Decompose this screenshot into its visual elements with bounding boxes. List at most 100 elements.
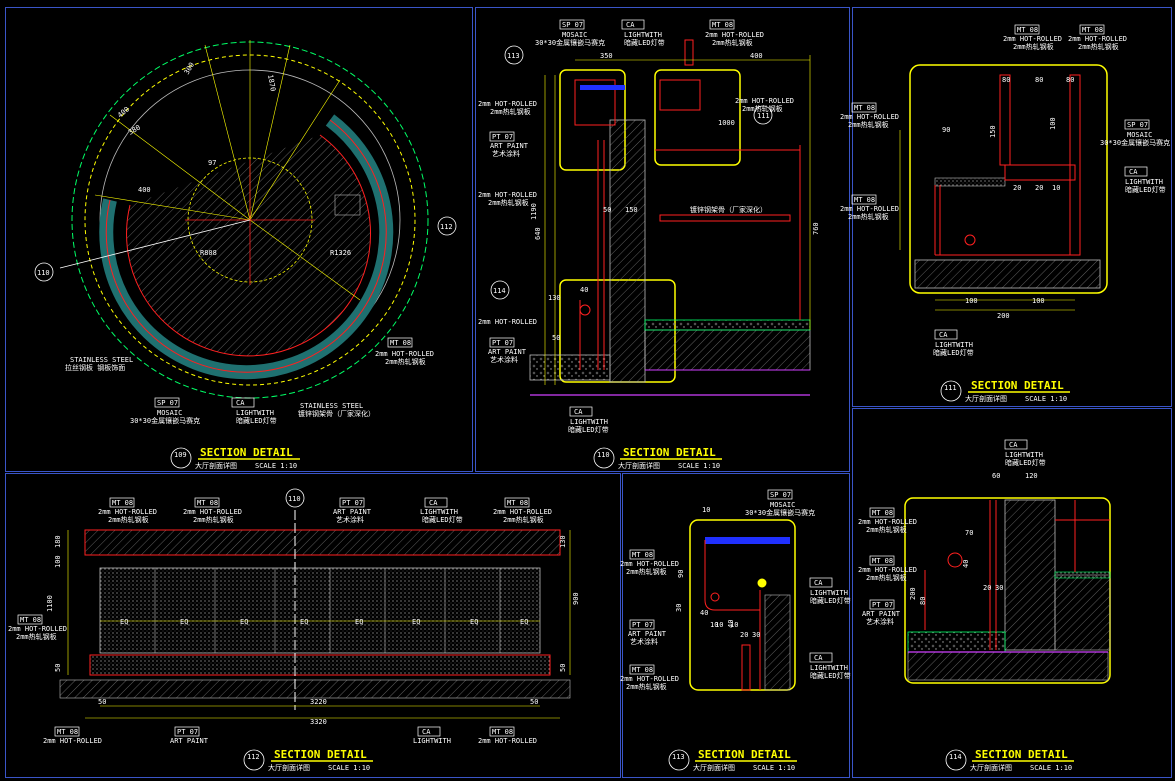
dim-113-5: 30 — [752, 631, 760, 639]
title-110-cn: 大厅剖面详图 — [618, 461, 660, 470]
dim-113-9: 10 — [715, 621, 723, 629]
drawing-113: 10 90 30 40 20 30 10 10 40 10 SP 07 MOSA… — [620, 489, 851, 691]
tag-111-hot-a: 2mm HOT-ROLLED — [1003, 35, 1062, 43]
title-111-num: 111 — [944, 384, 957, 392]
title-block-111: 111 SECTION DETAIL 大厅剖面详图 SCALE 1:10 — [940, 379, 1070, 403]
tag-113-mosaic-cn: 30*30金属镶嵌马赛克 — [745, 508, 815, 517]
tag-110-hot-c: 2mm HOT-ROLLED — [478, 191, 537, 199]
title-114-cn: 大厅剖面详图 — [970, 763, 1012, 772]
dim-111-9: 150 — [989, 125, 997, 138]
tag-112-hot-c: 2mm HOT-ROLLED — [493, 508, 552, 516]
dim-110-6: 760 — [812, 222, 820, 235]
tag-111-sp: SP 07 — [1127, 121, 1148, 129]
drawing-109: 400 380 300 1870 R1326 R808 97 400 STAIN… — [59, 40, 434, 425]
tag-113-art-cn: 艺术涂料 — [630, 637, 658, 646]
dim-112-7: EQ — [300, 618, 308, 626]
tag-110-light-b: LIGHTWITH — [570, 418, 608, 426]
dim-112-9: EQ — [412, 618, 420, 626]
title-113-main: SECTION DETAIL — [698, 748, 791, 761]
tag-112-mt-f: MT 08 — [492, 728, 513, 736]
title-113-scale: SCALE 1:10 — [753, 764, 795, 772]
tag-110-hot-b-cn: 2mm热轧钢板 — [490, 107, 531, 116]
dim-110-3: 640 — [534, 227, 542, 240]
tag-110-art: ART PAINT — [490, 142, 529, 150]
dim-113-6: 10 — [710, 621, 718, 629]
tag-112-mt-b: MT 08 — [197, 499, 218, 507]
title-block-113: 113 SECTION DETAIL 大厅剖面详图 SCALE 1:10 — [668, 748, 797, 772]
tag-110-hot-e: 2mm HOT-ROLLED — [478, 318, 537, 326]
drawing-114: 60 120 70 40 20 30 200 80 CA LIGHTWITH 暗… — [858, 439, 1111, 684]
dim-109-0: 400 — [116, 105, 131, 119]
tag-110-light-b-cn: 暗藏LED灯带 — [568, 425, 609, 434]
title-block-109: 109 SECTION DETAIL 大厅剖面详图 SCALE 1:10 — [170, 446, 300, 470]
tag-111-hot-d: 2mm HOT-ROLLED — [840, 205, 899, 213]
dim-112-8: EQ — [355, 618, 363, 626]
panel-109 — [5, 7, 473, 472]
dim-110-5: 50 — [603, 206, 611, 214]
tag-113-hot-a-cn: 2mm热轧钢板 — [626, 567, 667, 576]
dim-111-10: 20 — [1035, 184, 1043, 192]
title-114-scale: SCALE 1:10 — [1030, 764, 1072, 772]
dim-109-2: 300 — [183, 61, 196, 76]
dim-112-17: 50 — [559, 664, 567, 672]
tag-112-pt-b: PT 07 — [177, 728, 198, 736]
tag-111-mosaic-cn: 30*30金属镶嵌马赛克 — [1100, 138, 1170, 147]
tag-113-ca-b: CA — [814, 654, 823, 662]
dim-114-3: 40 — [962, 560, 970, 568]
tag-113-light-b-cn: 暗藏LED灯带 — [810, 671, 851, 680]
dim-113-7: 10 — [730, 621, 738, 629]
dim-112-13: 900 — [572, 592, 580, 605]
dim-112-1: 3320 — [310, 718, 327, 726]
dim-111-2: 80 — [1066, 76, 1074, 84]
panel-114 — [852, 408, 1172, 778]
tag-111-hot-d-cn: 2mm热轧钢板 — [848, 212, 889, 221]
title-110-main: SECTION DETAIL — [623, 446, 716, 459]
tag-112-mt-a: MT 08 — [112, 499, 133, 507]
panel-110 — [475, 7, 850, 472]
title-109-main: SECTION DETAIL — [200, 446, 293, 459]
title-112-scale: SCALE 1:10 — [328, 764, 370, 772]
tag-113-sp: SP 07 — [770, 491, 791, 499]
dim-114-0: 60 — [992, 472, 1000, 480]
drawing-112: 3220 3320 50 50 EQ EQ EQ EQ EQ EQ EQ EQ … — [8, 497, 580, 745]
dim-110-0: 350 — [600, 52, 613, 60]
tag-110-mosaic-cn: 30*30金属镶嵌马赛克 — [535, 38, 605, 47]
dim-112-3: 50 — [530, 698, 538, 706]
panel-113 — [622, 473, 850, 778]
tag-112-hot-f: 2mm HOT-ROLLED — [478, 737, 537, 745]
dim-109-5: R808 — [200, 249, 217, 257]
dim-111-5: 100 — [965, 297, 978, 305]
tag-111-light-cn: 暗藏LED灯带 — [1125, 185, 1166, 194]
tag-112-hot-d-cn: 2mm热轧钢板 — [16, 632, 57, 641]
tag-114-light-cn: 暗藏LED灯带 — [1005, 458, 1046, 467]
tag-109-hot: 2mm HOT-ROLLED — [375, 350, 434, 358]
tag-113-light: LIGHTWITH — [810, 589, 848, 597]
tag-111-ca: CA — [1129, 168, 1138, 176]
dim-110-8: 50 — [552, 334, 560, 342]
tag-112-light-cn: 暗藏LED灯带 — [422, 515, 463, 524]
tag-114-mt-a: MT 08 — [872, 509, 893, 517]
dim-112-14: 180 — [54, 535, 62, 548]
tag-114-ca: CA — [1009, 441, 1018, 449]
tag-112-art-cn: 艺术涂料 — [336, 515, 364, 524]
tag-110-pt-b: PT 07 — [492, 339, 513, 347]
dim-111-3: 20 — [1013, 184, 1021, 192]
tag-114-hot-a: 2mm HOT-ROLLED — [858, 518, 917, 526]
tag-113-hot-b: 2mm HOT-ROLLED — [620, 675, 679, 683]
dim-109-4: R1326 — [330, 249, 351, 257]
marker-112: 112 — [440, 223, 453, 231]
tag-110-art-b: ART PAINT — [488, 348, 527, 356]
tag-112-hot-b: 2mm HOT-ROLLED — [183, 508, 242, 516]
tag-112-art: ART PAINT — [333, 508, 372, 516]
tag-111-hot-b-cn: 2mm热轧钢板 — [1078, 42, 1119, 51]
tag-111-light-b: LIGHTWITH — [935, 341, 973, 349]
title-114-num: 114 — [949, 753, 962, 761]
dim-110-7: 1190 — [530, 203, 538, 220]
dim-112-12: 1100 — [46, 595, 54, 612]
dim-110-10: 40 — [580, 286, 588, 294]
tag-112-hot-e: 2mm HOT-ROLLED — [43, 737, 102, 745]
tag-112-hot-a: 2mm HOT-ROLLED — [98, 508, 157, 516]
title-block-114: 114 SECTION DETAIL 大厅剖面详图 SCALE 1:10 — [945, 748, 1074, 772]
dim-111-11: 10 — [1052, 184, 1060, 192]
